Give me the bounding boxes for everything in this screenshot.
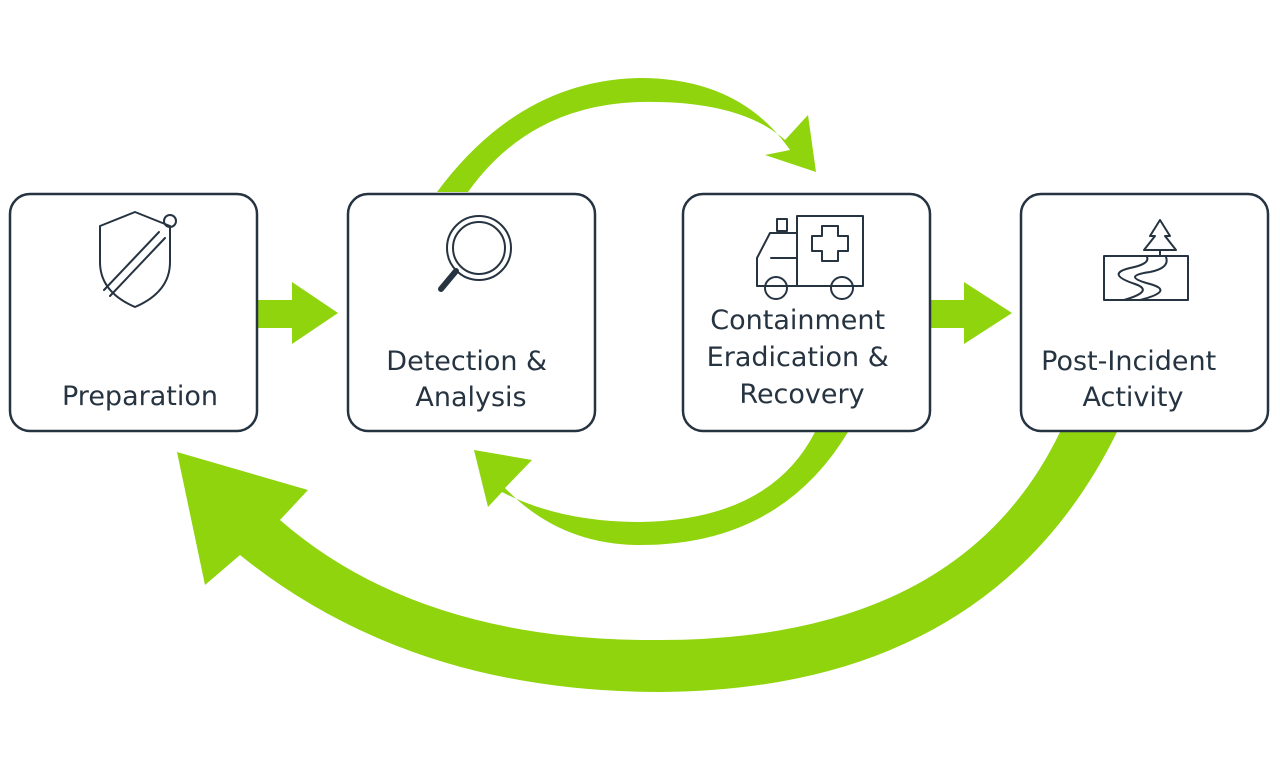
stage-box: [346, 192, 597, 433]
arrow-detection-to-containment: [437, 78, 816, 192]
stage-label-post-incident: Post-Incident Activity: [1041, 346, 1225, 413]
stage-box: [8, 192, 259, 433]
arrow-containment-to-post-incident: [930, 282, 1012, 344]
arrow-post-incident-to-preparation: [177, 432, 1117, 692]
stage-label-containment: Containment Eradication & Recovery: [707, 305, 898, 410]
stage-preparation: Preparation: [8, 192, 259, 433]
stage-box: [681, 192, 932, 433]
stage-label-detection-analysis: Detection & Analysis: [386, 346, 555, 413]
stage-detection-analysis: Detection & Analysis: [346, 192, 597, 433]
ambulance-icon: [756, 215, 864, 300]
stage-box: [1019, 192, 1270, 433]
shield-dropper-icon: [99, 211, 177, 308]
flow-arrows: [177, 78, 1117, 692]
landscape-icon: [1103, 219, 1189, 301]
stage-containment: Containment Eradication & Recovery: [681, 192, 932, 433]
magnifier-icon: [438, 215, 512, 292]
arrow-containment-to-detection: [474, 432, 848, 545]
stage-post-incident: Post-Incident Activity: [1019, 192, 1270, 433]
arrow-preparation-to-detection: [258, 282, 338, 344]
stage-label-preparation: Preparation: [62, 381, 218, 412]
